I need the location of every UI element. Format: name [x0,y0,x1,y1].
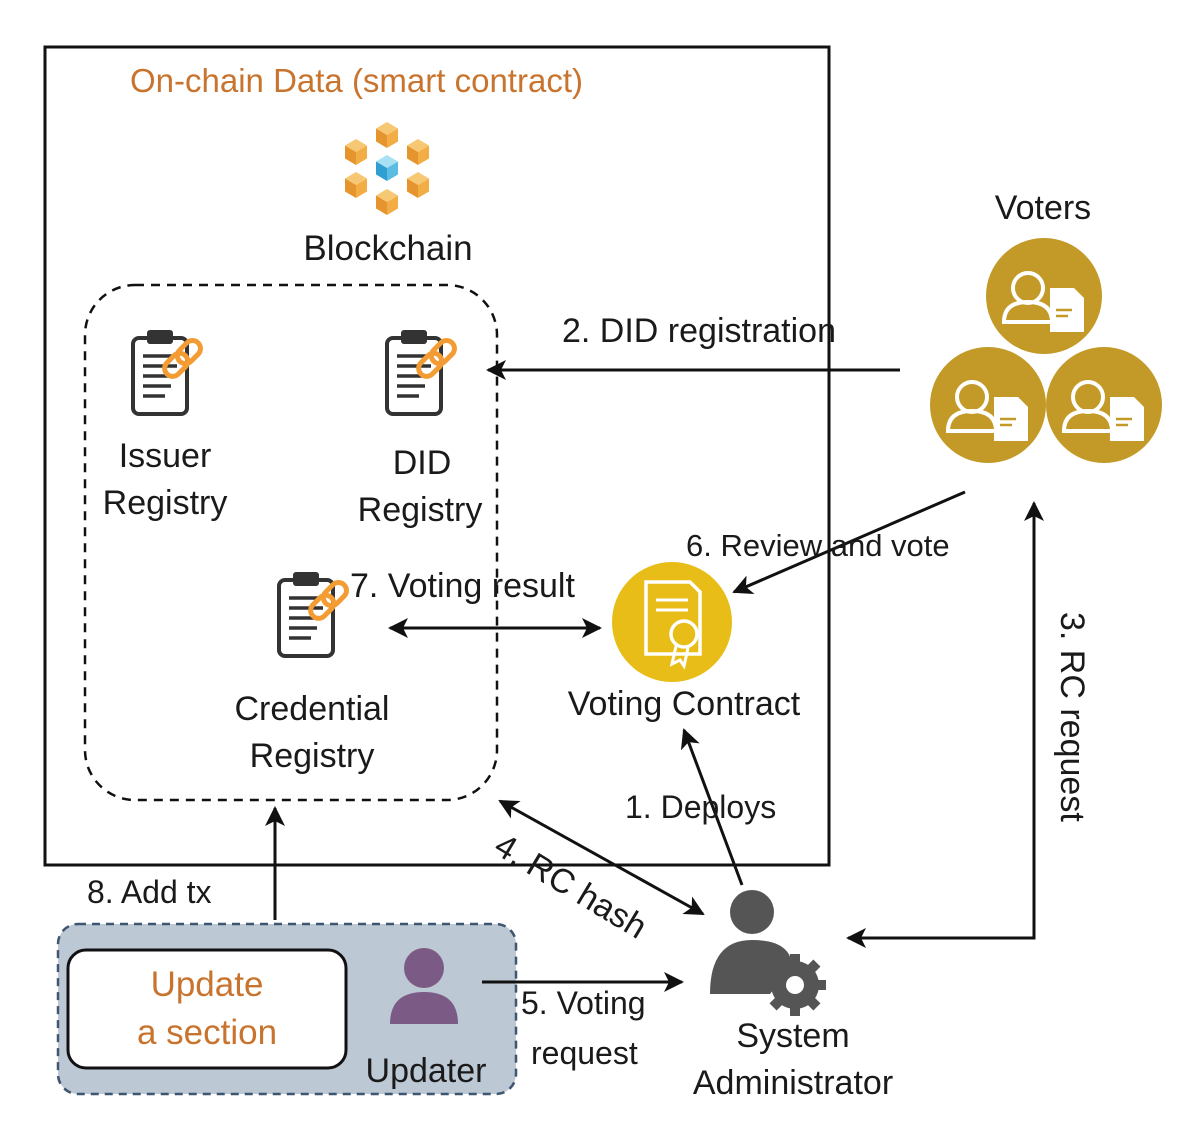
on-chain-boundary [43,45,831,867]
edge-rc-request [846,501,1044,948]
issuer-registry-icon [133,330,204,414]
voter-1-icon [984,236,1104,356]
issuer-registry-label-2: Registry [103,484,228,522]
step-1-label: 1. Deploys [625,789,776,825]
diagram-title: On-chain Data (smart contract) [130,62,583,99]
voter-2-icon [928,345,1048,465]
updater-user-icon [390,948,458,1024]
update-section-box [66,948,348,1070]
step-7-label: 7. Voting result [350,567,575,605]
step-3-label: 3. RC request [1053,612,1091,822]
did-registry-label-1: DID [393,444,452,482]
blockchain-cubes-icon [345,122,429,215]
update-section-label-1: Update [151,965,264,1004]
updater-label: Updater [366,1052,487,1090]
credential-registry-label-1: Credential [235,690,390,728]
voters-label: Voters [995,189,1091,227]
update-section-label-2: a section [137,1013,277,1052]
edge-rc-hash [498,799,705,916]
step-5-label-1: 5. Voting [521,985,646,1021]
did-registry-label-2: Registry [358,491,483,529]
voters-group [928,236,1164,465]
step-5-label-2: request [531,1035,638,1071]
admin-label-1: System [736,1017,849,1055]
issuer-registry-label-1: Issuer [119,437,212,475]
edge-deploys [680,728,744,886]
credential-registry-icon [279,572,350,656]
blockchain-label: Blockchain [303,229,472,268]
voter-3-icon [1044,345,1164,465]
registry-group [83,283,499,802]
step-2-label: 2. DID registration [562,312,836,350]
admin-label-2: Administrator [693,1064,893,1102]
voting-contract-label: Voting Contract [568,685,801,723]
did-registry-icon [387,330,458,414]
credential-registry-label-2: Registry [250,737,375,775]
certificate-icon [612,562,732,682]
step-4-label: 4. RC hash [488,826,653,946]
user-gear-icon [710,890,826,1016]
step-8-label: 8. Add tx [87,874,212,910]
step-6-label: 6. Review and vote [686,528,950,563]
